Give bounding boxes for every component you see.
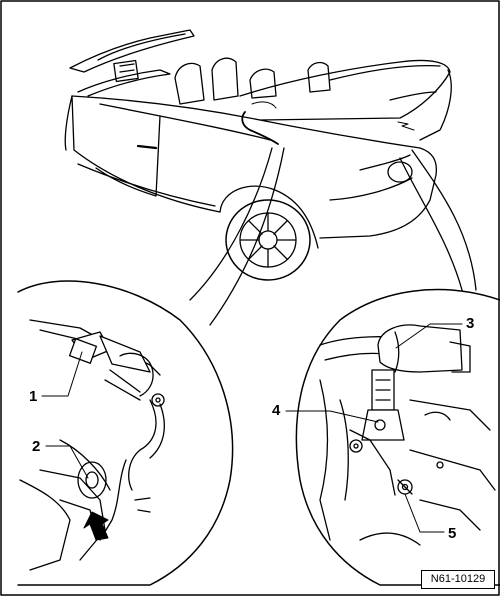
callout-2: 2 [32, 438, 41, 455]
callout-1: 1 [29, 388, 38, 405]
callout-5: 5 [448, 525, 457, 542]
leader-5 [404, 493, 445, 533]
detail-leader-lines [189, 147, 477, 326]
leader-4 [285, 410, 379, 423]
reference-code: N61-10129 [421, 570, 495, 589]
leader-2 [45, 445, 89, 479]
callout-3: 3 [466, 315, 475, 332]
callout-4: 4 [272, 402, 281, 419]
callout-leaders [41, 323, 463, 533]
leader-1 [41, 351, 83, 397]
left-detail-view [17, 280, 234, 586]
leader-3 [395, 323, 463, 349]
right-detail-view [295, 288, 500, 586]
direction-arrow-icon [83, 511, 109, 541]
convertible-car-illustration [64, 29, 452, 281]
